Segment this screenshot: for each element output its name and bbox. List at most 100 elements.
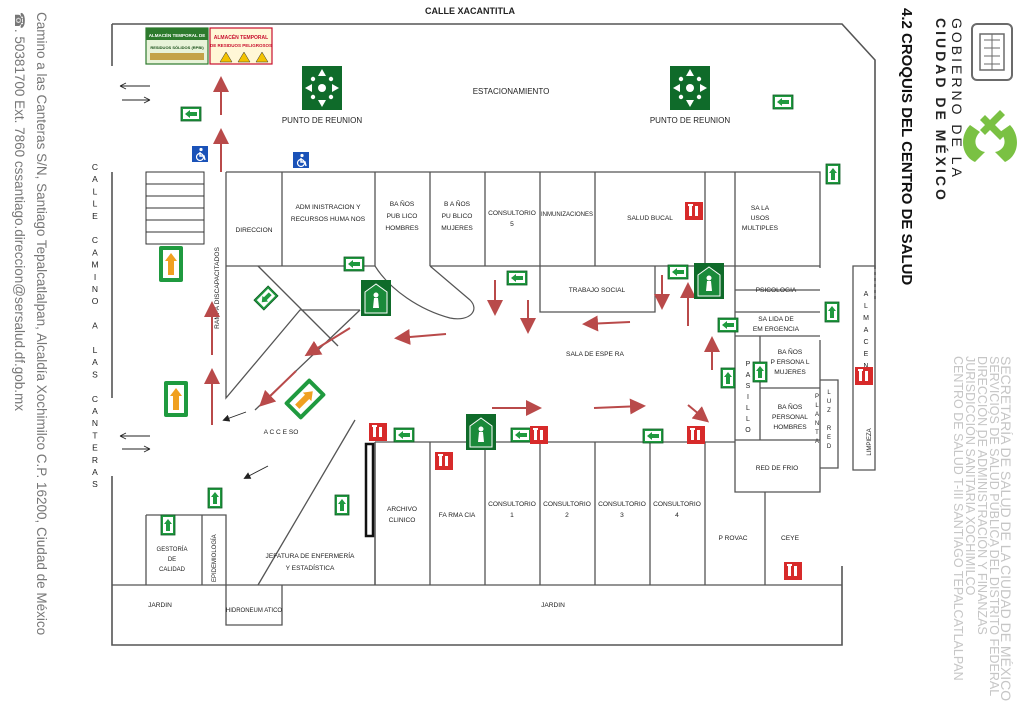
fire-extinguisher-icon [369, 423, 387, 441]
street-left-letter: N [92, 418, 98, 428]
room-pasillo-letter: L [746, 405, 750, 412]
street-left-letter: L [93, 345, 98, 355]
room-hidroneumatico: HIDRONEUM ATICO [226, 608, 283, 614]
room-banos-personal-hombres-3: HOMBRES [773, 424, 807, 431]
waste-sign-solid: ALMACÉN TEMPORAL DE RESIDUOS SÓLIDOS (RP… [145, 27, 209, 65]
archive-door [364, 442, 375, 538]
exit-arrow-icon [207, 487, 223, 509]
room-consultorio-3-1: CONSULTORIO [598, 501, 646, 508]
room-sala-usos-3: MULTIPLES [742, 225, 779, 232]
exit-arrow-icon [825, 163, 841, 185]
room-salud-bucal: SALUD BUCAL [627, 215, 673, 222]
room-pasillo-letter: A [746, 372, 751, 379]
room-banos-hombres-3: HOMBRES [385, 225, 419, 232]
room-consultorio-1-2: 1 [510, 512, 514, 519]
crosswalk [145, 171, 205, 245]
exit-arrow-icon [159, 246, 183, 282]
street-left-letter: A [92, 174, 98, 184]
room-consultorio-2-2: 2 [565, 512, 569, 519]
room-sala-usos-1: SA LA [751, 205, 770, 212]
room-banos-personal-mujeres-3: MUJERES [774, 369, 806, 376]
exit-arrow-icon [752, 361, 768, 383]
street-left-letter: A [92, 406, 98, 416]
room-salida-emergencia-1: SA LIDA DE [758, 316, 794, 323]
room-archivo-2: CLINICO [389, 517, 416, 524]
street-left-letter: A [92, 467, 98, 477]
room-epidemiologia: EPIDEMIOLOGÍA [211, 534, 218, 582]
room-almacen-letter: C [863, 339, 868, 346]
room-luz-letter: D [827, 444, 832, 450]
room-gestoria-3: CALIDAD [159, 567, 186, 573]
street-left-letter: C [92, 162, 98, 172]
street-left-letter: A [92, 247, 98, 257]
fire-extinguisher-icon [784, 562, 802, 580]
room-trabajo-social: TRABAJO SOCIAL [569, 287, 626, 294]
room-almacen-letter: E [864, 351, 869, 358]
room-banos-personal-hombres-2: PERSONAL [772, 414, 808, 421]
room-acceso: A C C E SO [264, 429, 299, 436]
room-ceye: CEYE [781, 535, 800, 542]
exit-arrow-icon [720, 367, 736, 389]
room-rampa: RAMPA DISCAPACITADOS [214, 247, 221, 329]
assembly-point-icon [670, 66, 710, 110]
room-jardin-2: JARDIN [541, 602, 565, 609]
exit-arrow-icon [283, 377, 327, 421]
room-administracion-2: RECURSOS HUMA NOS [291, 216, 366, 223]
room-planta-letter: L [815, 403, 819, 409]
evacuation-routes [204, 76, 720, 425]
parking-label: ESTACIONAMIENTO [473, 87, 550, 96]
emergency-exit-icon [693, 262, 725, 300]
room-almacen-letter: L [864, 303, 868, 310]
room-jefatura-2: Y ESTADÍSTICA [286, 563, 335, 572]
room-planta-letter: P [815, 394, 819, 400]
ramp-curve [374, 265, 475, 320]
waste-sign-hazardous-line2: DE RESIDUOS PELIGROSOS [210, 43, 272, 48]
room-sala-espera: SALA DE ESPE RA [566, 351, 625, 358]
exit-arrow-icon [164, 381, 188, 417]
room-sala-usos-2: USOS [751, 215, 770, 222]
exit-arrow-icon [160, 514, 176, 536]
room-administracion-1: ADM INISTRACION Y [295, 204, 361, 211]
room-gestoria-2: DE [168, 557, 176, 563]
room-banos-mujeres-1: B A ÑOS [444, 199, 471, 208]
room-planta-letter: A [815, 439, 819, 445]
assembly-point-icon [302, 66, 342, 110]
entry-arrows [119, 82, 269, 479]
room-red-frio: RED DE FRIO [756, 465, 799, 472]
waste-sign-hazardous-line1: ALMACÉN TEMPORAL [214, 33, 268, 41]
room-almacen-letter: A [864, 291, 869, 298]
room-salida-emergencia-2: EM ERGENCIA [753, 326, 800, 333]
room-limpieza: LIMPIEZA [867, 428, 873, 455]
street-left-letter: N [92, 284, 98, 294]
exit-arrow-icon [253, 285, 279, 311]
cdmx-emblem [963, 110, 1017, 175]
room-consultorio-1-1: CONSULTORIO [488, 501, 536, 508]
exit-arrow-icon [393, 427, 415, 443]
room-planta-letter: T [815, 430, 819, 436]
street-left-letter: C [92, 394, 98, 404]
fire-extinguisher-icon [855, 367, 873, 385]
room-planta-letter: N [815, 421, 819, 427]
exit-arrow-icon [642, 428, 664, 444]
room-provac: P ROVAC [718, 535, 747, 542]
accessibility-icon [191, 145, 209, 163]
emergency-exit-icon [465, 413, 497, 451]
room-consultorio-4-2: 4 [675, 512, 679, 519]
room-labels: DIRECCION ADM INISTRACION Y RECURSOS HUM… [148, 199, 873, 614]
exit-arrow-icon [510, 427, 532, 443]
room-pasillo-letter: I [747, 394, 749, 401]
fire-extinguisher-icon [685, 202, 703, 220]
waste-sign-hazardous: ALMACÉN TEMPORAL DE RESIDUOS PELIGROSOS [209, 27, 273, 65]
exit-arrow-icon [667, 264, 689, 280]
street-left-letter: L [93, 186, 98, 196]
street-left-letter: M [91, 260, 98, 270]
room-banos-personal-mujeres-2: P ERSONA L [770, 359, 809, 366]
fire-extinguisher-icon [435, 452, 453, 470]
street-left-letter: E [92, 443, 98, 453]
exit-arrow-icon [772, 94, 794, 110]
exit-arrow-icon [824, 301, 840, 323]
room-banos-personal-hombres-1: BA ÑOS [778, 402, 803, 411]
room-consultorio-3-2: 3 [620, 512, 624, 519]
